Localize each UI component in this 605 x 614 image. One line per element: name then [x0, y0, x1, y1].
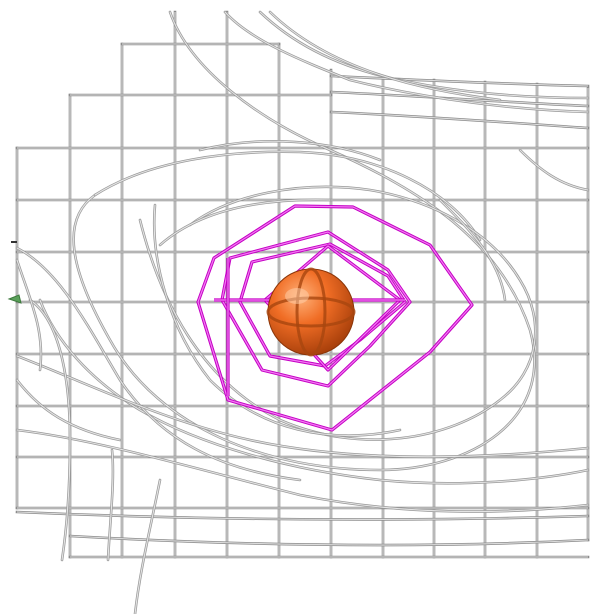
contour-line [93, 150, 482, 242]
grid-surface-line-highlight [69, 535, 589, 546]
contour-line-highlight [16, 247, 301, 481]
contour-lines [15, 10, 590, 614]
contour-line-highlight [519, 149, 589, 191]
contour-line-highlight [16, 429, 589, 513]
grid-surface-line-highlight [330, 75, 589, 87]
contour-line-highlight [269, 11, 501, 101]
contour-line [518, 148, 590, 192]
contour-line-highlight [16, 355, 589, 458]
grid-surface-line-highlight [16, 511, 589, 521]
contour-line-highlight [134, 479, 161, 614]
contour-line-highlight [16, 379, 121, 441]
green-marker-icon[interactable] [7, 294, 22, 304]
contour-line-highlight [199, 140, 381, 161]
contour-line-highlight [224, 11, 589, 113]
highlight-contour-highlight [197, 205, 473, 431]
grid-surface-line-highlight [330, 91, 589, 107]
contour-line-highlight [139, 186, 536, 441]
contour-line-highlight [159, 199, 331, 246]
grid-surface-line-highlight [330, 111, 589, 129]
contour-line-highlight [439, 199, 506, 301]
contour-line-highlight [94, 151, 481, 241]
contour-line [28, 298, 72, 562]
contour-line-highlight [107, 449, 114, 561]
contour-line-highlight [39, 299, 589, 484]
highlight-contour-highlight [221, 231, 411, 387]
contour-line-highlight [29, 299, 71, 561]
orange-sphere-icon[interactable] [266, 267, 356, 357]
contour-line-highlight [16, 259, 42, 371]
contour-line [15, 428, 590, 513]
contour-line-highlight [153, 204, 401, 437]
